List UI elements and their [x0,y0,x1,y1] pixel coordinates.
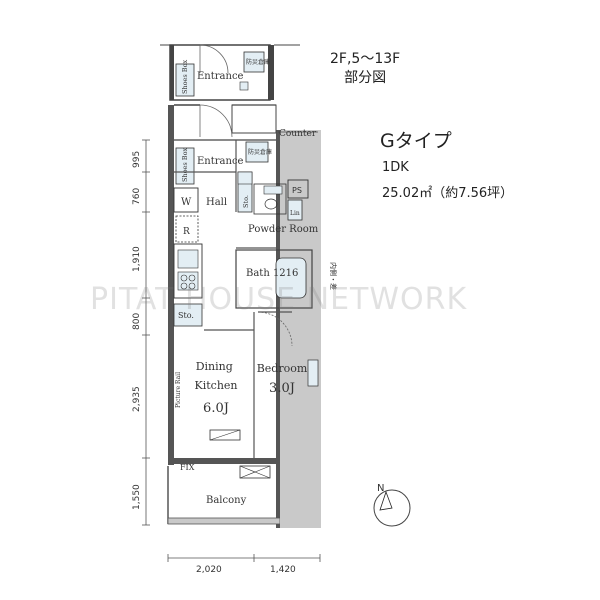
shoes-box [175,147,195,185]
hall-label: Hall [206,197,227,208]
bath-text: Bath 1216 [246,268,298,279]
compass-icon: N [373,483,411,527]
fix-label: FIX [180,463,195,472]
lin-label: Lin [290,210,300,217]
shaft-label: 内側・差 [329,262,338,290]
horizontal-dimensions: 2,020 1,420 [167,554,321,575]
kitchen-word: Kitchen [195,379,238,392]
dim-v-995: 995 [132,151,142,168]
dim-h-2020: 2,020 [196,565,222,575]
dining-word: Dining [196,360,233,373]
w-label: W [181,197,192,208]
ps-label: PS [292,186,302,195]
picture-rail-label: Picture Rail [175,372,182,408]
shoes-box-label: Shoes Box [181,148,189,182]
partial-storage-label: 防災倉庫 [246,58,270,66]
partial-floors: 2F,5〜13F [330,51,401,67]
partial-shoes-box-label: Shoes Box [181,60,189,94]
bedroom-size-label: 3.0J [269,381,295,396]
dk-size-label: 6.0J [203,401,229,416]
counter-label: Counter [279,129,317,139]
unit-area: 25.02㎡（約7.56坪） [382,186,514,201]
vertical-dimensions: 995 760 1,910 800 2,935 1,550 [132,139,150,526]
compass-n-label: N [377,483,384,494]
dim-v-760: 760 [132,188,142,205]
dim-v-1910: 1,910 [132,246,142,272]
partial-entrance-label: Entrance [197,71,244,82]
sto-lower-label: Sto. [178,311,194,320]
watermark: PITAT HOUSE NETWORK [90,282,468,317]
unit-type: Gタイプ [380,130,452,152]
balcony-label: Balcony [206,495,247,506]
storage-label: 防災倉庫 [248,148,272,156]
dining-kitchen-label: Dining Kitchen [195,360,238,392]
dim-v-800: 800 [132,313,142,330]
unit-walls [168,104,321,528]
sto-upper-label: Sto. [242,195,250,208]
powder-room-text: Powder Room [248,224,319,235]
bedroom-label: Bedroom [257,362,308,375]
dim-h-1420: 1,420 [270,565,296,575]
powder-room-label: Powder Room [248,224,319,235]
dim-v-2935: 2,935 [132,386,142,412]
dim-v-1550: 1,550 [132,484,142,510]
entrance-label: Entrance [197,156,244,167]
partial-plan-label: 部分図 [344,70,387,86]
unit-layout: 1DK [382,160,409,175]
partial-plan-title: 2F,5〜13F 部分図 [330,50,400,88]
partial-plan: Shoes Box Entrance 防災倉庫 [160,44,300,101]
bath-label: Bath 1216 [246,268,298,279]
storage-box [245,141,269,163]
r-label: R [183,227,190,237]
